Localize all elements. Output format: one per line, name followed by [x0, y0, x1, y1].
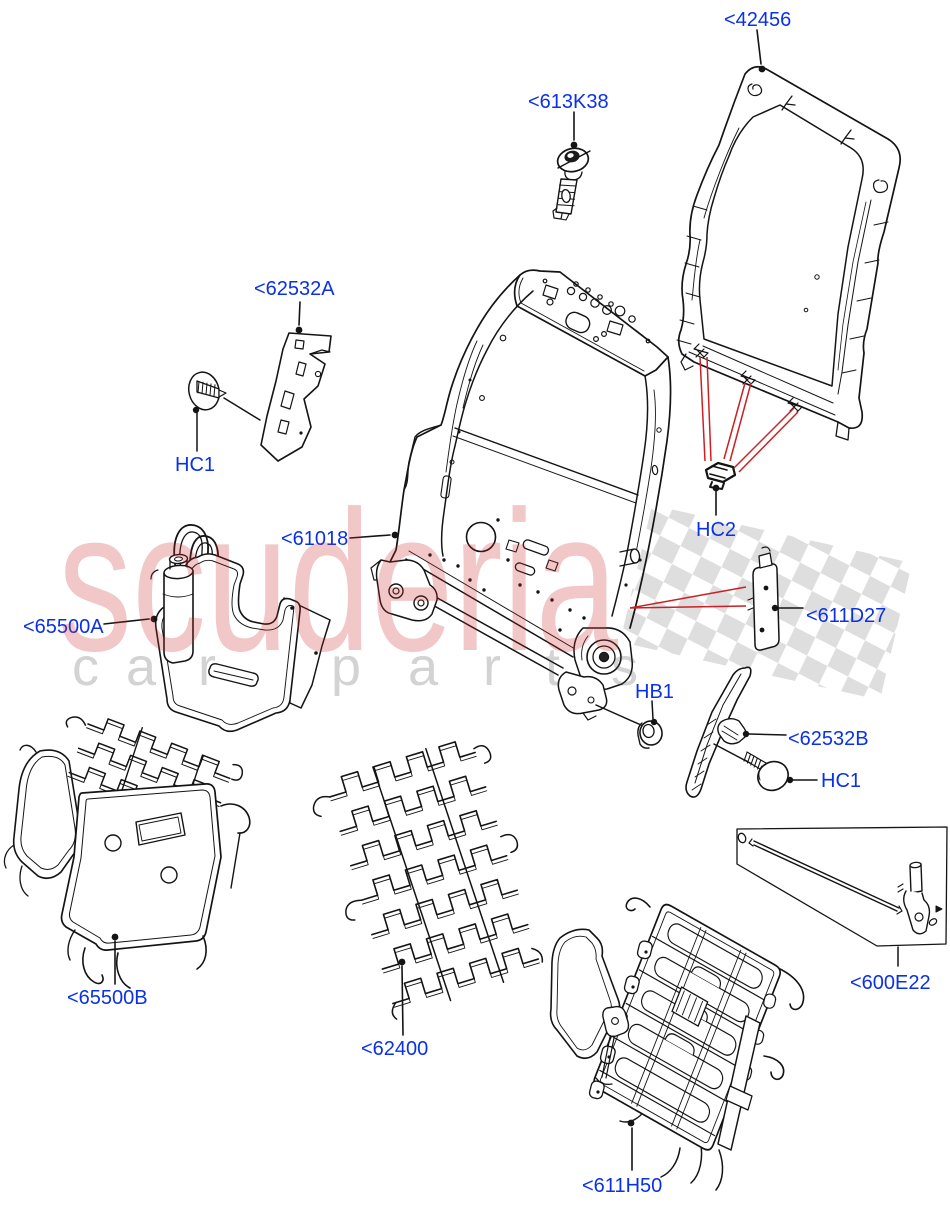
svg-text:HB1: HB1: [635, 681, 674, 703]
svg-text:<611D27: <611D27: [806, 605, 886, 627]
svg-text:<65500A: <65500A: [23, 616, 104, 638]
svg-text:a: a: [126, 637, 157, 697]
svg-text:p: p: [331, 637, 361, 697]
svg-text:<61018: <61018: [281, 528, 348, 550]
svg-text:<62532B: <62532B: [788, 728, 869, 750]
svg-text:<600E22: <600E22: [850, 972, 931, 994]
svg-text:<42456: <42456: [724, 9, 791, 31]
svg-text:<613K38: <613K38: [528, 91, 609, 113]
svg-text:r: r: [483, 637, 501, 697]
svg-text:HC2: HC2: [696, 519, 736, 541]
svg-text:a: a: [408, 637, 439, 697]
svg-text:<611H50: <611H50: [582, 1175, 662, 1197]
svg-text:s: s: [611, 637, 638, 697]
svg-text:c: c: [72, 637, 99, 697]
svg-text:HC1: HC1: [175, 454, 215, 476]
svg-text:HC1: HC1: [821, 770, 861, 792]
svg-text:scuderia: scuderia: [58, 470, 619, 693]
svg-text:r: r: [198, 637, 216, 697]
svg-text:<62400: <62400: [361, 1038, 428, 1060]
svg-text:t: t: [545, 637, 560, 697]
svg-text:<65500B: <65500B: [67, 987, 148, 1009]
svg-text:<62532A: <62532A: [254, 278, 335, 300]
